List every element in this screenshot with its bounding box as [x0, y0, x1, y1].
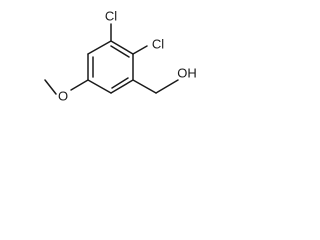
bond-o-to-ch3 — [44, 79, 57, 95]
bond-ch2-to-oh — [155, 79, 179, 94]
bond-to-cl-right — [132, 45, 148, 55]
atom-label-cl-top: Cl — [105, 9, 117, 24]
ring-bond-c6-c1 — [110, 79, 134, 94]
ring-double-bond-c6-c1 — [111, 77, 129, 89]
atom-label-methoxy-oxygen: O — [58, 89, 68, 104]
atom-label-cl-right: Cl — [152, 37, 164, 52]
ring-bond-c3-c4 — [87, 40, 112, 55]
atom-label-hydroxyl: OH — [177, 66, 197, 81]
bond-ring-to-ch2 — [132, 79, 157, 94]
ring-bond-c2-c3 — [110, 40, 134, 55]
bond-ring-to-o — [70, 79, 89, 91]
ring-double-bond-c2-c3 — [110, 45, 130, 58]
chemical-structure: Cl Cl O OH — [44, 9, 197, 104]
ring-bond-c5-c6 — [87, 79, 112, 94]
